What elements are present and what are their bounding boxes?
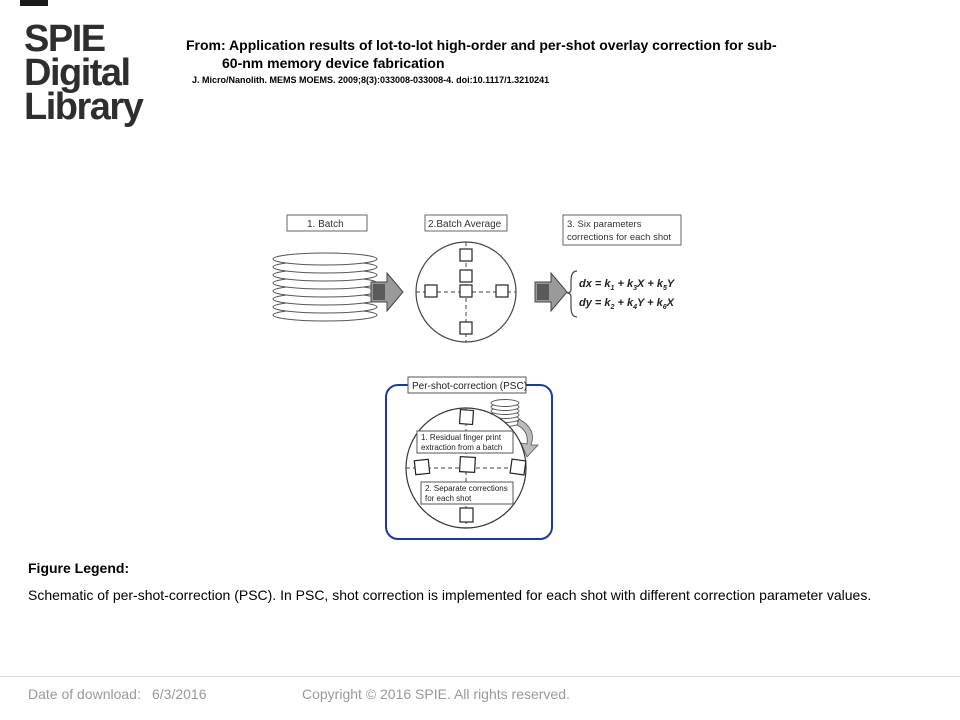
psc-panel: Per-shot-correction (PSC) 1. Residual fi…	[385, 376, 553, 540]
batch-average-label: 2.Batch Average	[428, 219, 502, 230]
six-params-label-line-1: 3. Six parameters	[567, 219, 642, 230]
article-title-line-2: 60-nm memory device fabrication	[222, 55, 445, 71]
psc-label: Per-shot-correction (PSC)	[412, 381, 527, 392]
logo-line-3: Library	[24, 86, 144, 128]
six-params-label-line-2: corrections for each shot	[567, 232, 671, 243]
residual-fingerprint-label-line-1: 1. Residual finger print	[421, 433, 502, 442]
logo-bar	[20, 0, 48, 6]
spie-digital-library-logo: SPIE Digital Library	[24, 18, 148, 128]
logo-line-1: SPIE	[24, 18, 106, 60]
batch-average-label-box	[424, 214, 508, 232]
download-date-value: 6/3/2016	[152, 686, 207, 702]
correction-equations: dx = k1 + k3X + k5Y dy = k2 + k4Y + k6X	[566, 270, 676, 318]
process-arrow-1	[370, 271, 404, 313]
download-date-label: Date of download:	[28, 686, 141, 702]
logo-line-2: Digital	[24, 52, 131, 94]
footer-divider	[0, 676, 960, 677]
equation-dx: dx = k1 + k3X + k5Y	[579, 278, 676, 292]
batch-average-wafer	[415, 241, 517, 343]
psc-schematic-figure: 1. Batch 2.Batch Average 3. Six paramete…	[272, 214, 682, 540]
citation: J. Micro/Nanolith. MEMS MOEMS. 2009;8(3)…	[192, 75, 550, 85]
equation-dy: dy = k2 + k4Y + k6X	[579, 297, 675, 311]
process-arrow-2	[534, 271, 568, 313]
batch-label-box	[286, 214, 368, 232]
figure-legend-text: Schematic of per-shot-correction (PSC). …	[28, 587, 872, 603]
six-params-label-box	[562, 214, 682, 246]
separate-corrections-label-line-1: 2. Separate corrections	[425, 484, 508, 493]
article-title: From: Application results of lot-to-lot …	[186, 36, 886, 72]
article-title-line-1: From: Application results of lot-to-lot …	[186, 37, 777, 53]
batch-label: 1. Batch	[307, 219, 344, 230]
copyright-notice: Copyright © 2016 SPIE. All rights reserv…	[302, 686, 570, 702]
wafer-stack	[272, 252, 378, 322]
figure-legend-title: Figure Legend:	[28, 560, 130, 576]
residual-fingerprint-label-line-2: extraction from a batch	[421, 443, 502, 452]
separate-corrections-label-line-2: for each shot	[425, 494, 472, 503]
